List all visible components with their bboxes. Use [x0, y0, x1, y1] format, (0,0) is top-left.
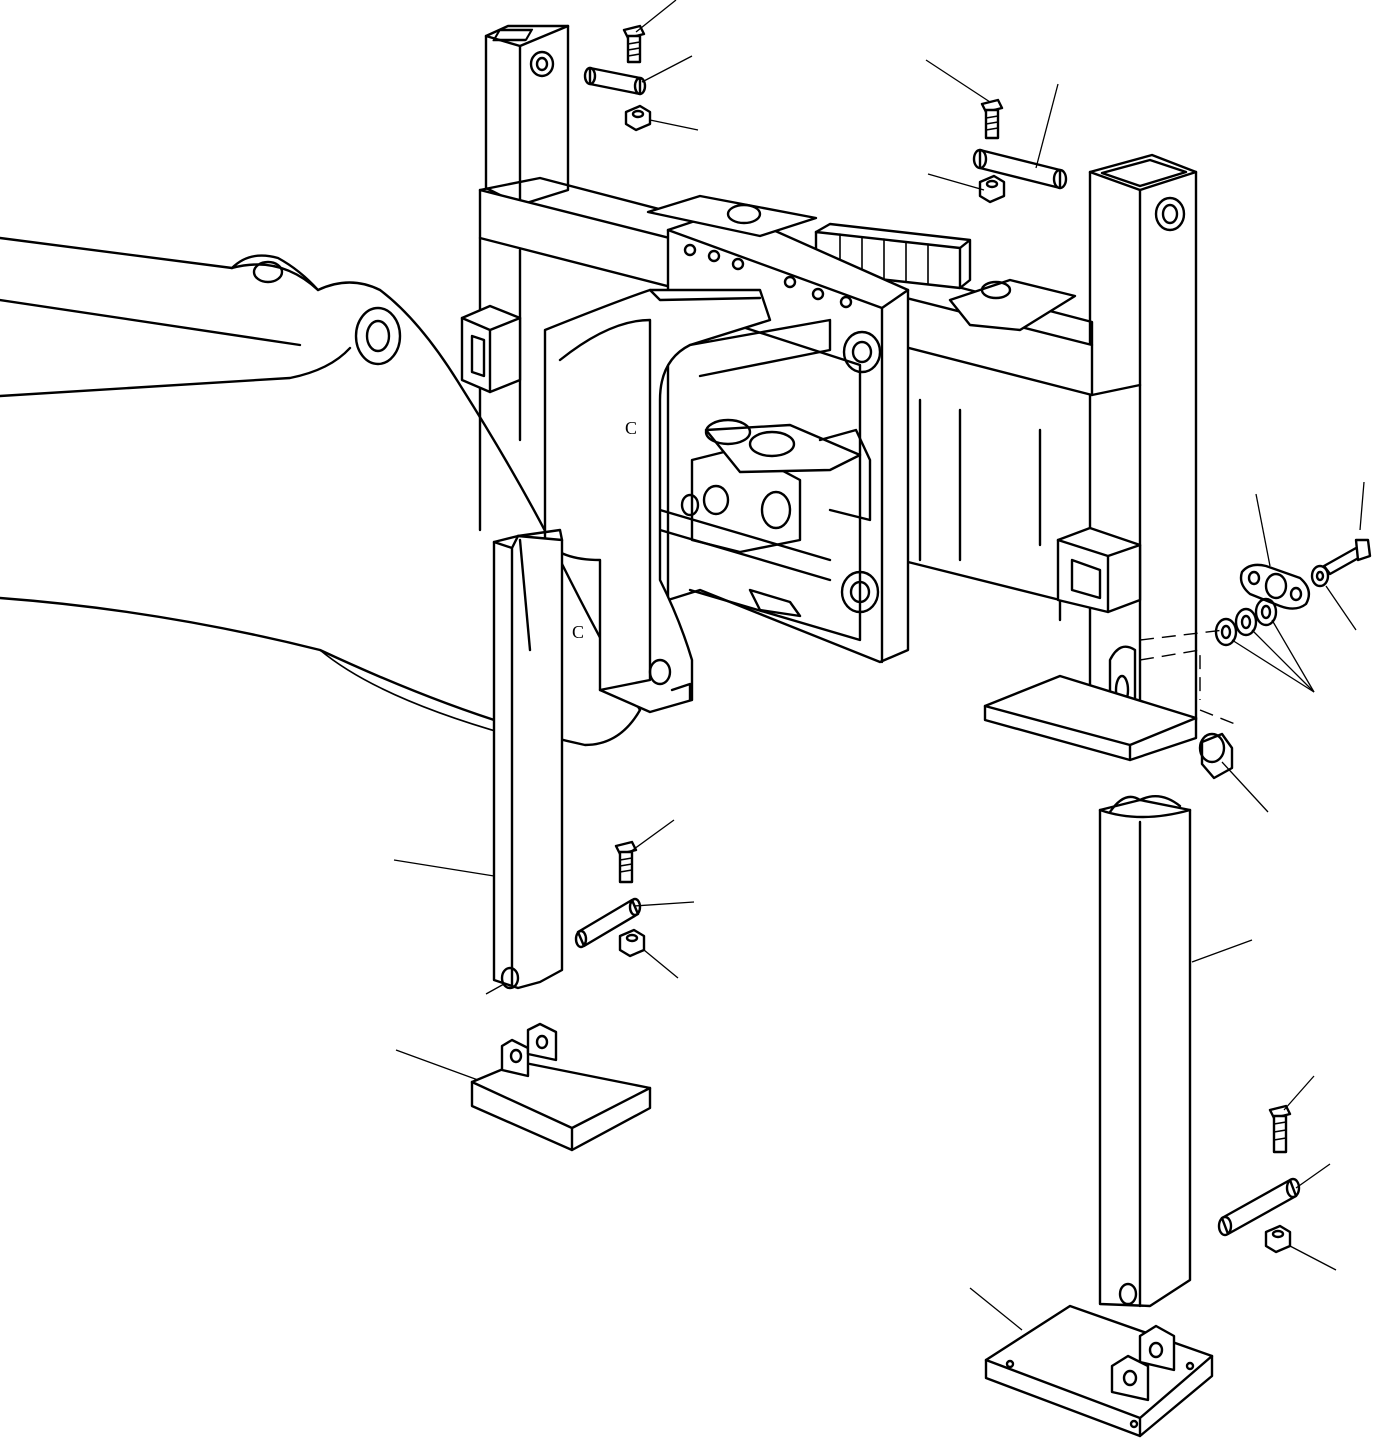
left-stabilizer-leg [492, 528, 564, 990]
swing-frame: C C [543, 288, 832, 714]
leader-lines [393, 0, 1365, 1331]
leader-22 [1295, 1163, 1331, 1189]
bolt-right-leg [1268, 1104, 1292, 1154]
shim-stack [1214, 597, 1278, 647]
column-base-plate [983, 674, 1198, 762]
right-upper-column [1088, 153, 1198, 738]
leader-14 [1191, 939, 1253, 963]
leader-23 [1289, 1245, 1337, 1271]
leader-3 [649, 119, 699, 131]
pin-right-leg [1217, 1177, 1301, 1237]
nut-right-leg [1264, 1224, 1292, 1254]
swing-bracket [646, 194, 910, 664]
cover-plate [1239, 563, 1311, 610]
leader-8 [1359, 481, 1365, 531]
svg-text:C: C [572, 622, 584, 642]
leader-20 [395, 1049, 479, 1081]
alignment-lines [1139, 629, 1241, 727]
leader-17 [629, 819, 675, 853]
leader-15 [393, 859, 495, 877]
leader-11 [1251, 629, 1315, 693]
leader-13 [1221, 761, 1269, 813]
nut-top-left [624, 104, 652, 132]
leader-21 [1283, 1075, 1315, 1111]
left-stabilizer-foot [470, 1022, 652, 1152]
pin-top-right [972, 148, 1068, 190]
leader-4 [925, 59, 991, 103]
pin-left-leg [574, 897, 642, 949]
left-upper-column [484, 24, 570, 207]
right-stabilizer-leg [1098, 794, 1192, 1308]
cap [1198, 732, 1234, 780]
bolt-cover-plate [1322, 538, 1372, 576]
leader-9 [1325, 585, 1357, 631]
nut-left-leg [618, 928, 646, 958]
pin-top-left [583, 66, 647, 96]
leader-16 [485, 983, 505, 995]
svg-text:C: C [625, 418, 637, 438]
bolt-left-leg [614, 840, 638, 884]
nut-top-right [978, 174, 1006, 204]
leader-18 [633, 901, 695, 907]
leader-6 [927, 173, 985, 191]
bolt-top-left [622, 24, 646, 64]
washer-cover-plate [1310, 564, 1330, 588]
leader-1 [635, 0, 677, 33]
leader-10 [1231, 639, 1315, 693]
leader-2 [641, 55, 693, 83]
leader-5 [1035, 83, 1059, 169]
right-stabilizer-foot [984, 1304, 1214, 1438]
leader-12 [1271, 619, 1315, 693]
boom [0, 236, 642, 747]
leader-19 [643, 949, 679, 979]
leader-24 [969, 1287, 1023, 1331]
leader-7 [1255, 493, 1271, 567]
bolt-top-right [980, 98, 1004, 140]
